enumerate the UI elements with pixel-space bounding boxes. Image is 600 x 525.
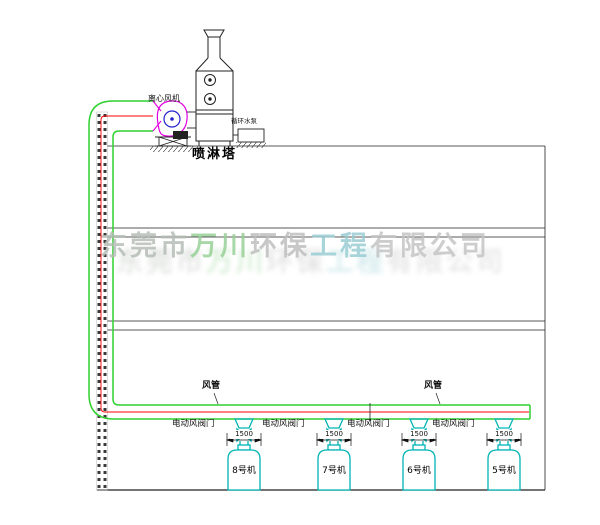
tower-label: 喷淋塔 bbox=[192, 147, 238, 162]
duct-label-left: 风管 bbox=[202, 381, 221, 391]
dimension-marker bbox=[400, 433, 438, 446]
circulation-pump-icon bbox=[233, 128, 266, 148]
valve-label: 电动风阀门 bbox=[432, 419, 475, 429]
valve-label: 电动风阀门 bbox=[172, 419, 215, 429]
dimension-text: 1500 bbox=[490, 430, 518, 439]
main-duct bbox=[88, 100, 531, 420]
machine-tank bbox=[402, 449, 436, 491]
dimension-text: 1500 bbox=[405, 430, 433, 439]
machine-tank bbox=[317, 449, 351, 491]
duct-branch bbox=[315, 418, 353, 491]
dimension-text: 1500 bbox=[320, 430, 348, 439]
left-wall bbox=[96, 111, 108, 491]
dimension-marker bbox=[225, 433, 263, 446]
valve-label: 电动风阀门 bbox=[347, 419, 390, 429]
machine-label: 8号机 bbox=[232, 466, 256, 476]
duct-branch bbox=[485, 418, 523, 491]
duct-branch bbox=[225, 418, 263, 491]
dimension-marker bbox=[485, 433, 523, 446]
centrifugal-fan-icon bbox=[150, 100, 198, 152]
machine-label: 6号机 bbox=[407, 466, 431, 476]
machine-tank bbox=[487, 449, 521, 491]
dimension-marker bbox=[315, 433, 353, 446]
valve-label: 电动风阀门 bbox=[262, 419, 305, 429]
machine-label: 5号机 bbox=[492, 466, 516, 476]
machine-tank bbox=[227, 449, 261, 491]
duct-label-leaders bbox=[213, 392, 441, 405]
duct-centerline bbox=[100, 115, 529, 413]
fan-label: 离心风机 bbox=[148, 94, 180, 103]
machine-label: 7号机 bbox=[322, 466, 346, 476]
spray-tower-icon bbox=[195, 29, 234, 146]
pump-label: 循环水泵 bbox=[231, 117, 257, 125]
duct-label-right: 风管 bbox=[424, 381, 443, 391]
dimension-text: 1500 bbox=[230, 430, 258, 439]
